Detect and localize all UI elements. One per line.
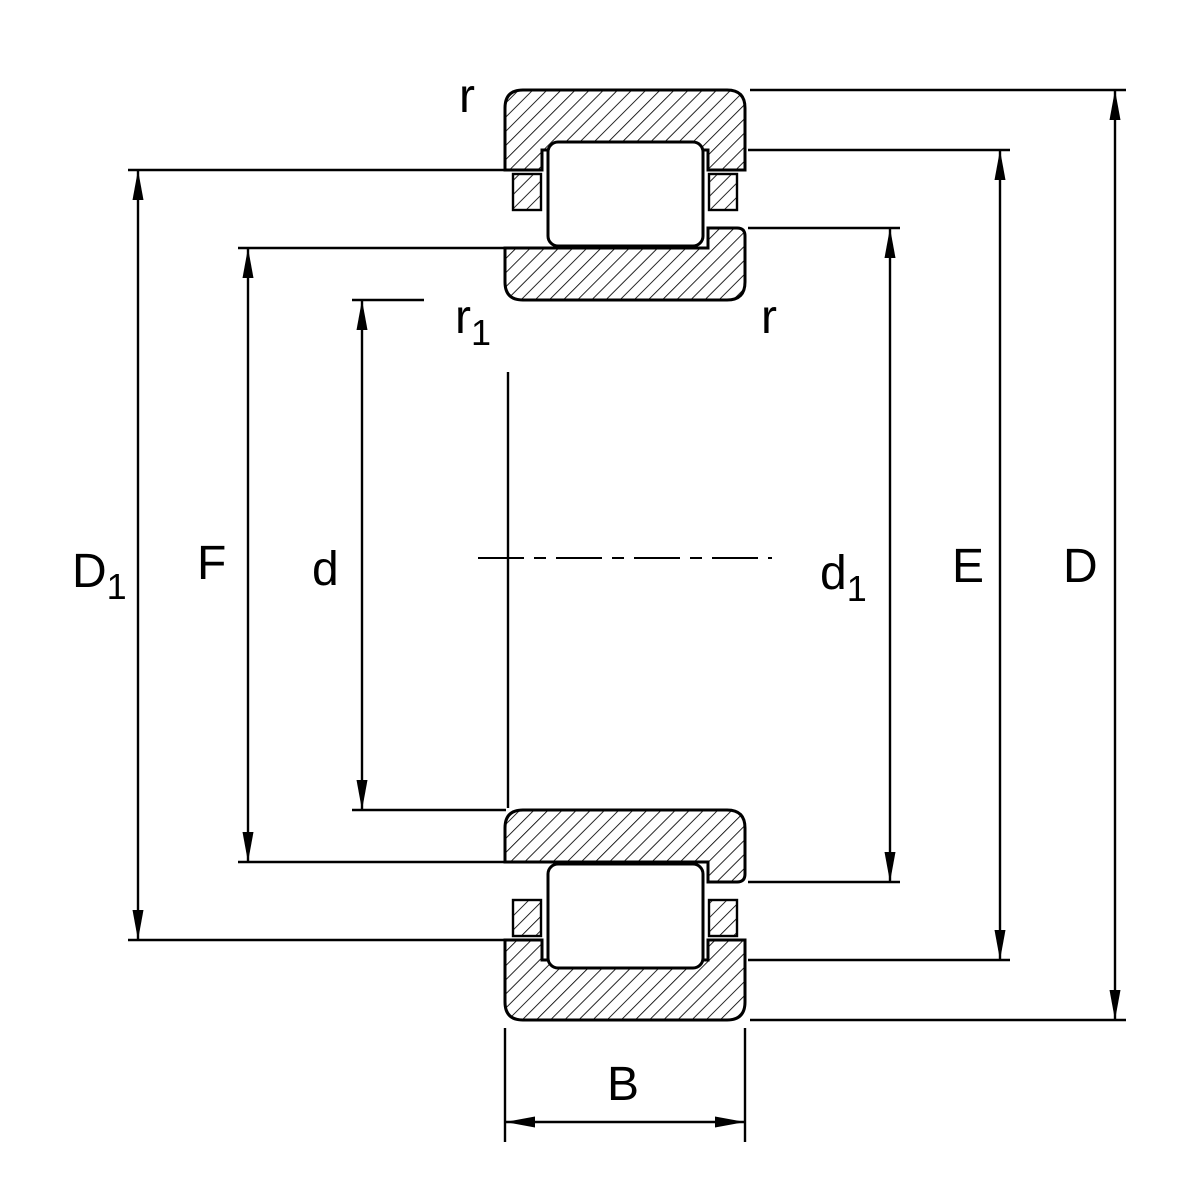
label-r-right: r [761, 291, 777, 344]
arrowhead-up [1109, 90, 1121, 120]
arrowhead-down [242, 832, 254, 862]
arrowhead-left [505, 1116, 535, 1128]
cage-left [511, 898, 543, 938]
dimension-d: d [312, 298, 506, 812]
inner-ring-section [503, 226, 747, 302]
arrowhead-up [994, 150, 1006, 180]
arrowhead-down [994, 930, 1006, 960]
inner-ring-section [503, 808, 747, 884]
arrowhead-down [356, 780, 368, 810]
dimension-B: B [503, 1028, 747, 1142]
dimension-D: D [750, 88, 1126, 1022]
label-r-top: r [459, 70, 475, 123]
arrowhead-up [132, 170, 144, 200]
dimension-E: E [748, 148, 1010, 962]
arrowhead-right [715, 1116, 745, 1128]
arrowhead-down [132, 910, 144, 940]
label-d1: d1 [820, 547, 867, 609]
roller [546, 140, 705, 248]
cage-right [707, 898, 739, 938]
chamfer-labels: r r1 r [455, 70, 777, 353]
top-bearing-section [503, 88, 747, 302]
arrowhead-up [242, 248, 254, 278]
dimension-F: F [197, 246, 506, 864]
label-F: F [197, 537, 226, 590]
label-D: D [1063, 540, 1098, 593]
label-d: d [312, 543, 339, 596]
dimension-d1: d1 [748, 226, 900, 884]
cage-left [511, 172, 543, 212]
label-D1: D1 [72, 545, 127, 607]
label-r1: r1 [455, 291, 491, 353]
bottom-bearing-section [503, 808, 747, 1022]
cage-right [707, 172, 739, 212]
arrowhead-up [884, 228, 896, 258]
arrowhead-down [1109, 990, 1121, 1020]
label-E: E [952, 540, 984, 593]
dimension-D1: D1 [72, 168, 506, 942]
roller [546, 862, 705, 970]
arrowhead-down [884, 852, 896, 882]
arrowhead-up [356, 300, 368, 330]
label-B: B [607, 1058, 639, 1111]
